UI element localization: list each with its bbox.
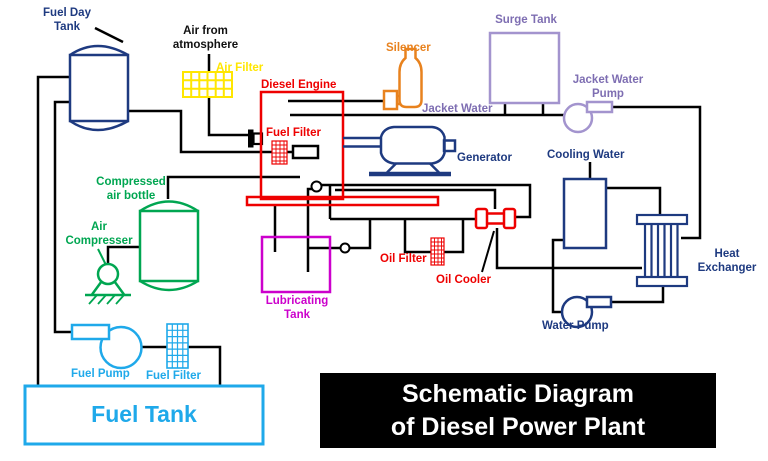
air-compresser-symbol	[85, 248, 131, 305]
oil-filter-label: Oil Filter	[380, 253, 427, 265]
water-pump-symbol	[560, 295, 613, 329]
title-line-1: Schematic Diagram	[401, 380, 635, 408]
jacket-water-label: Jacket Water	[422, 103, 493, 115]
fuel-pump-symbol	[70, 323, 143, 370]
fuel-day-tank-symbol	[68, 44, 130, 132]
suction-fuel-filter-label: Fuel Filter	[146, 370, 201, 382]
suction-fuel-filter-symbol	[166, 323, 189, 369]
silencer-label: Silencer	[386, 42, 431, 54]
intake-air-filter-symbol	[182, 71, 233, 98]
fuel-pump-label: Fuel Pump	[71, 368, 130, 380]
lubricating-tank-symbol	[260, 235, 332, 294]
fuel-tank-symbol	[23, 384, 265, 446]
heat-exchanger-label: Heat Exchanger	[697, 248, 757, 275]
cooling-water-label: Cooling Water	[547, 149, 625, 161]
title-line-2: of Diesel Power Plant	[390, 412, 646, 441]
generator-label: Generator	[457, 152, 512, 164]
fuel-tank-label: Fuel Tank	[91, 401, 197, 427]
compressed-air-bottle-label: Compressed air bottle	[96, 176, 166, 203]
lubricating-tank-label: Lubricating Tank	[265, 295, 329, 322]
engine-fuel-filter-symbol	[271, 140, 288, 165]
oil-cooler-label: Oil Cooler	[436, 274, 491, 286]
cooling-water-tank-symbol	[562, 177, 608, 250]
diesel-engine-label: Diesel Engine	[261, 79, 337, 91]
surge-tank-label: Surge Tank	[495, 14, 557, 26]
heat-exchanger-symbol	[635, 213, 689, 288]
air-filter-label: Air Filter	[216, 62, 264, 74]
air-from-atmosphere-label: Air from atmosphere	[172, 25, 239, 52]
oil-filter-symbol	[430, 237, 445, 266]
jacket-water-pump-label: Jacket Water Pump	[572, 74, 644, 101]
fuel-day-tank-label: Fuel Day Tank	[43, 7, 91, 34]
title-block: Schematic Diagram of Diesel Power Plant	[320, 373, 716, 448]
silencer-symbol	[382, 47, 423, 111]
oil-cooler-symbol	[474, 207, 517, 230]
jacket-water-pump-symbol	[562, 100, 614, 134]
water-pump-label: Water Pump	[542, 320, 609, 332]
compressed-air-bottle-symbol	[138, 200, 200, 292]
air-compresser-label: Air Compresser	[65, 221, 133, 248]
oil-pump-junctions	[310, 180, 351, 254]
generator-symbol	[343, 125, 457, 177]
surge-tank-symbol	[488, 31, 561, 105]
engine-fuel-filter-label: Fuel Filter	[266, 127, 321, 139]
injection-pump-block	[291, 144, 320, 160]
